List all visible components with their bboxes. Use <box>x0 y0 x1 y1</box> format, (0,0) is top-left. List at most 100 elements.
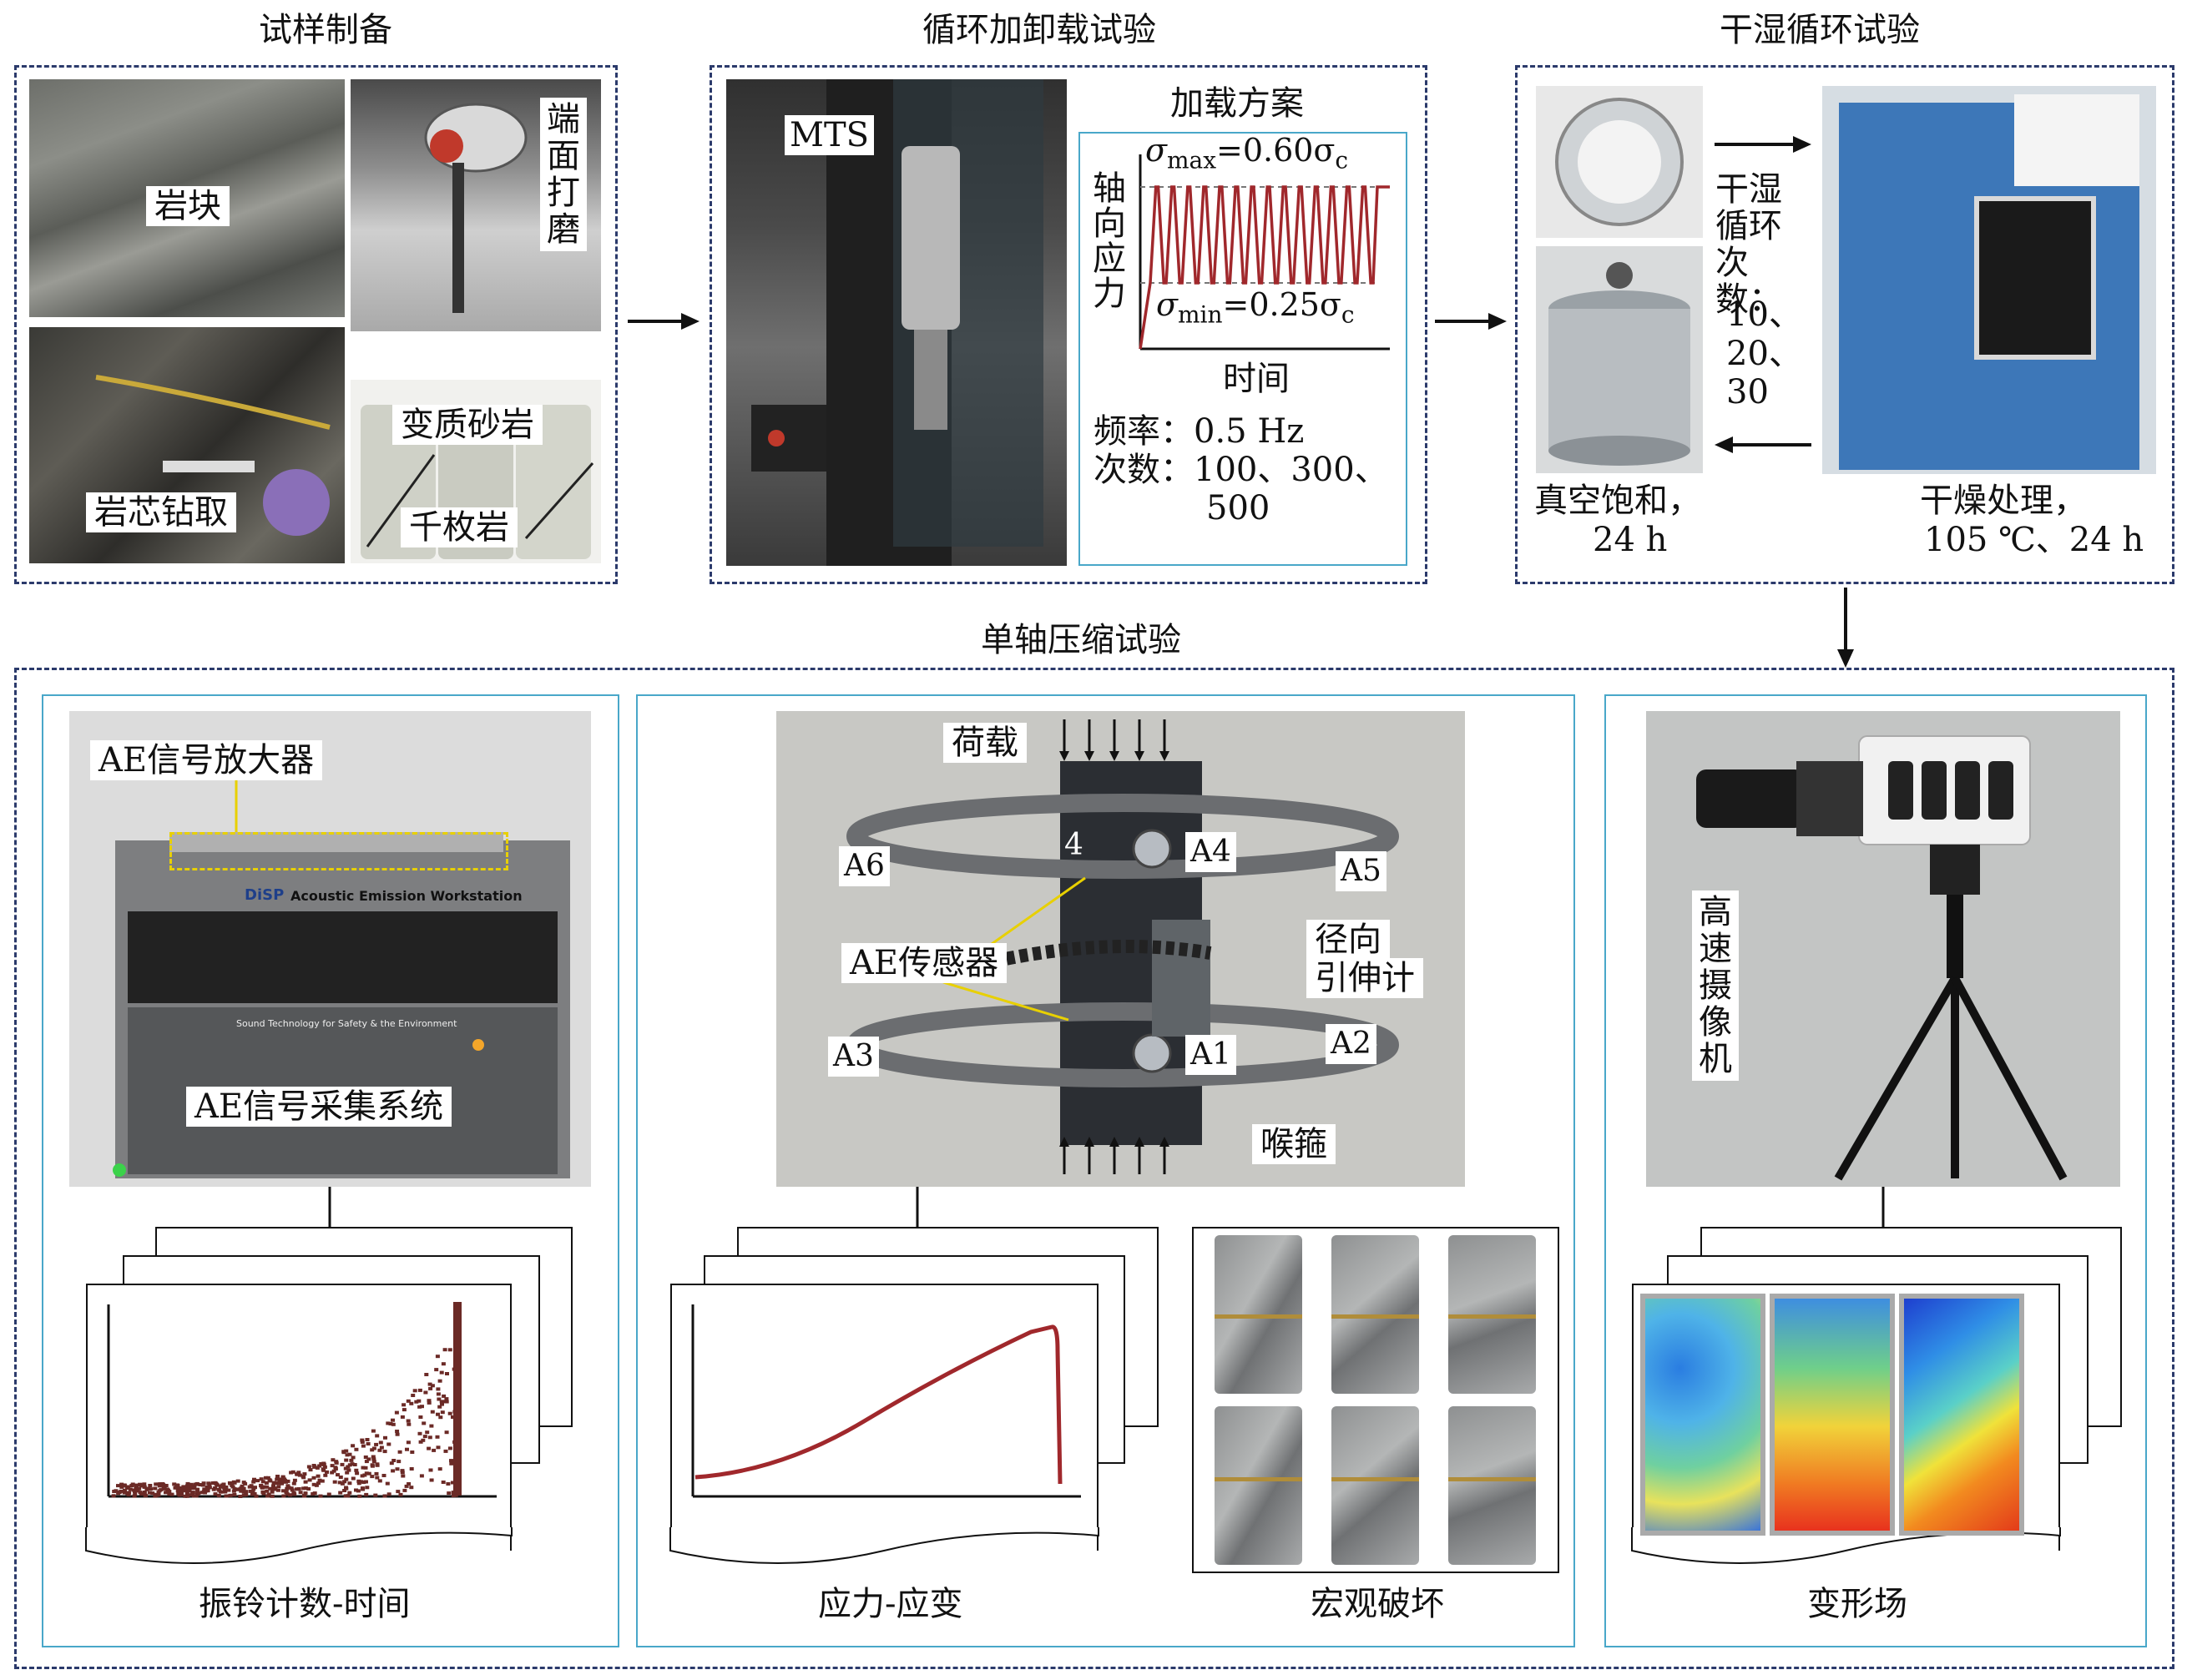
ring-count-point <box>344 1486 348 1490</box>
ring-count-point <box>194 1494 199 1498</box>
ring-count-point <box>182 1486 187 1490</box>
ring-count-point <box>142 1491 147 1494</box>
ring-count-point <box>318 1494 323 1498</box>
ring-count-point <box>274 1481 279 1486</box>
ring-count-point <box>389 1461 394 1466</box>
loading-scheme-chart <box>1139 154 1390 351</box>
ring-count-point <box>391 1418 395 1422</box>
ring-count-point <box>292 1478 297 1482</box>
ring-count-point <box>284 1490 289 1494</box>
ring-count-point <box>134 1486 139 1490</box>
ring-count-point <box>230 1483 235 1487</box>
ring-count-point <box>280 1481 285 1486</box>
ring-count-point <box>346 1465 351 1469</box>
ring-count-point <box>391 1469 396 1473</box>
ring-count-point <box>447 1348 452 1352</box>
clamp-band <box>1448 1477 1536 1481</box>
ring-count-point <box>134 1484 139 1488</box>
ring-count-point <box>147 1491 152 1495</box>
extensometer-label-1: 径向 <box>1306 920 1390 960</box>
cycle-value-10: 10、 <box>1726 295 1802 334</box>
ring-count-point <box>185 1494 189 1498</box>
ring-count-point <box>259 1483 264 1487</box>
ring-count-point <box>150 1491 155 1496</box>
ring-count-point <box>357 1494 362 1498</box>
ring-count-point <box>385 1481 390 1486</box>
ring-count-point <box>382 1494 387 1498</box>
ring-count-point <box>127 1491 132 1495</box>
ring-count-point <box>405 1447 409 1451</box>
ring-count-point <box>444 1397 449 1401</box>
sensor-a5-label: A5 <box>1336 851 1386 891</box>
ring-count-point <box>176 1491 181 1496</box>
failed-specimen <box>1448 1235 1536 1394</box>
ring-count-point <box>359 1480 364 1484</box>
ring-count-point <box>280 1476 285 1480</box>
ring-count-point <box>362 1473 367 1477</box>
ring-count-point <box>185 1481 190 1486</box>
ring-count-point <box>291 1491 296 1495</box>
ring-count-point <box>420 1405 424 1409</box>
ring-count-point <box>427 1382 432 1386</box>
ring-count-point <box>349 1458 354 1462</box>
camera-panel <box>1604 694 2147 1647</box>
ring-count-point <box>228 1481 233 1486</box>
ring-count-point <box>251 1480 256 1484</box>
arrow-prep-to-loading <box>628 313 700 330</box>
ring-count-point <box>316 1474 321 1478</box>
cyclic-loading-curve <box>1139 185 1390 350</box>
specimen-setup-photo: 4 荷载 A6 A4 A5 AE传感器 径向 引伸计 A3 A1 A2 喉箍 <box>776 711 1465 1187</box>
camera-connector-line <box>1881 1187 1885 1227</box>
ring-count-point <box>338 1476 343 1479</box>
ring-count-point <box>153 1486 158 1491</box>
ring-count-point <box>418 1440 423 1444</box>
ring-count-point <box>354 1468 359 1472</box>
ring-count-point <box>320 1479 325 1483</box>
ae-system-photo: DiSP Acoustic Emission Workstation Sound… <box>69 711 591 1187</box>
ae-sheet-wave-bottom <box>85 1527 513 1564</box>
ring-count-point <box>198 1483 203 1486</box>
ring-count-point <box>351 1476 356 1481</box>
ring-count-point <box>252 1477 256 1481</box>
ring-count-point <box>371 1446 376 1450</box>
ring-count-point <box>343 1466 348 1471</box>
sensor-a6-label: A6 <box>839 846 890 886</box>
ring-count-point <box>289 1486 294 1491</box>
ring-count-point <box>373 1493 378 1497</box>
ring-count-point <box>434 1368 439 1372</box>
ring-count-point <box>386 1421 391 1425</box>
ring-count-point <box>427 1400 432 1405</box>
ring-count-point <box>361 1466 366 1470</box>
ring-count-point <box>374 1471 379 1476</box>
ring-count-point <box>414 1400 419 1404</box>
ring-count-point <box>406 1399 411 1403</box>
ring-count-point <box>394 1410 399 1415</box>
strain-field-3 <box>1899 1294 2024 1536</box>
ring-count-point <box>366 1457 371 1461</box>
ring-count-point <box>364 1492 369 1496</box>
ring-count-point <box>428 1468 433 1472</box>
sigma-min-label: σmin=0.25σc <box>1156 286 1355 334</box>
sensor-a1-label: A1 <box>1185 1035 1236 1075</box>
ring-count-point <box>116 1484 120 1488</box>
ring-count-point <box>377 1479 382 1483</box>
ring-count-point <box>241 1493 246 1497</box>
ring-count-point <box>156 1491 161 1495</box>
amplifier-callout-line <box>235 778 238 832</box>
arrow-to-oven <box>1715 136 1811 153</box>
ring-count-point <box>347 1452 352 1456</box>
ring-count-point <box>308 1468 313 1472</box>
ring-count-point <box>396 1490 401 1494</box>
ring-count-point <box>409 1467 414 1471</box>
ring-count-point <box>232 1493 237 1496</box>
ring-count-point <box>116 1491 121 1496</box>
ring-count-point <box>345 1453 350 1457</box>
ring-count-point <box>356 1479 361 1483</box>
drying-oven-photo <box>1822 86 2156 474</box>
specimen-photo: 变质砂岩 千枚岩 <box>351 380 601 563</box>
ae-device-brand: DiSP <box>245 886 285 904</box>
clamp-band <box>1215 1314 1302 1319</box>
ring-count-point <box>346 1468 351 1472</box>
ring-count-point <box>371 1457 376 1461</box>
ring-count-point <box>447 1446 452 1450</box>
